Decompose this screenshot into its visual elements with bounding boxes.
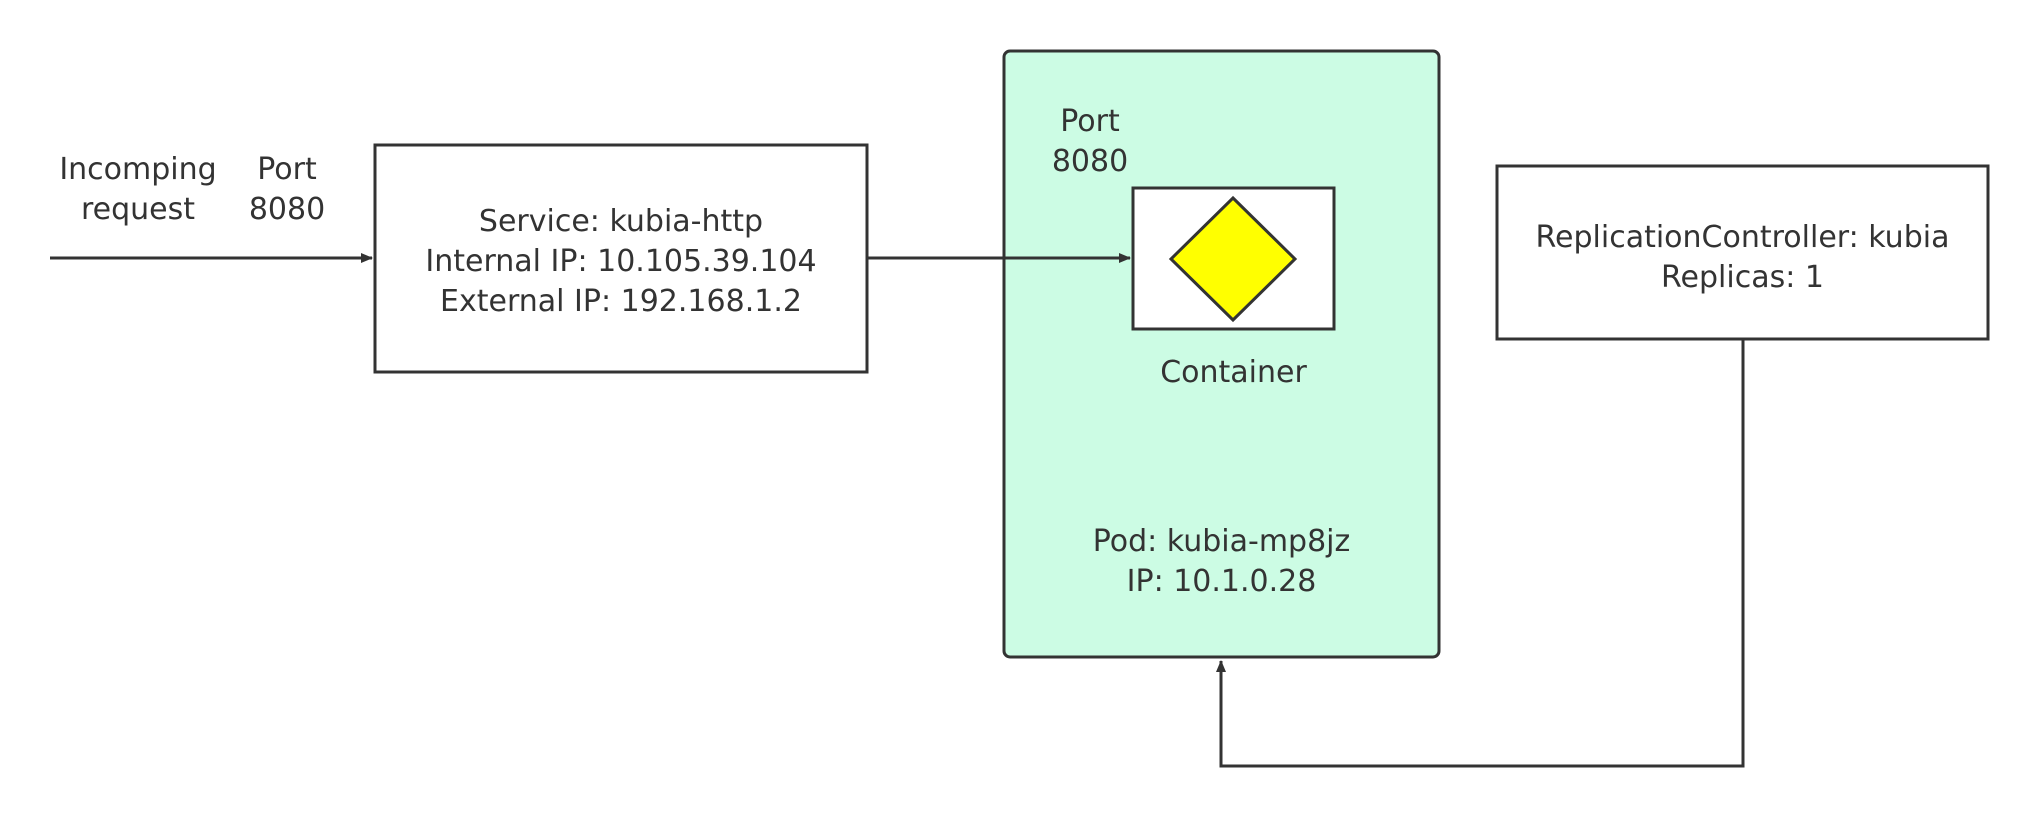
container-label: Container [1160, 355, 1307, 390]
pod-ip: IP: 10.1.0.28 [1126, 564, 1317, 599]
service-box [373, 143, 869, 374]
incoming-request-line1: Incomping [59, 152, 217, 187]
incoming-request-label: Incomping request [44, 150, 232, 230]
service-external-ip: External IP: 192.168.1.2 [440, 284, 802, 319]
incoming-port-line2: 8080 [248, 192, 326, 227]
pod-label: Pod: kubia-mp8jz IP: 10.1.0.28 [1004, 522, 1439, 602]
container-icon [1168, 195, 1298, 323]
pod-port-label: Port 8080 [1040, 102, 1140, 182]
incoming-request-line2: request [80, 192, 196, 227]
replication-controller-name: ReplicationController: kubia [1535, 220, 1950, 255]
replication-controller-label: ReplicationController: kubia Replicas: 1 [1497, 218, 1988, 298]
replication-controller-box [1495, 164, 1990, 341]
service-internal-ip: Internal IP: 10.105.39.104 [425, 244, 817, 279]
service-name: Service: kubia-http [478, 204, 764, 239]
incoming-port-line1: Port [257, 152, 317, 187]
replication-controller-replicas: Replicas: 1 [1661, 260, 1824, 295]
pod-port-line1: Port [1060, 104, 1120, 139]
service-label: Service: kubia-http Internal IP: 10.105.… [375, 202, 867, 322]
pod-port-line2: 8080 [1051, 144, 1129, 179]
pod-name: Pod: kubia-mp8jz [1092, 524, 1351, 559]
replication-controller-to-pod-arrow [1216, 339, 1745, 768]
incoming-port-label: Port 8080 [237, 150, 337, 230]
